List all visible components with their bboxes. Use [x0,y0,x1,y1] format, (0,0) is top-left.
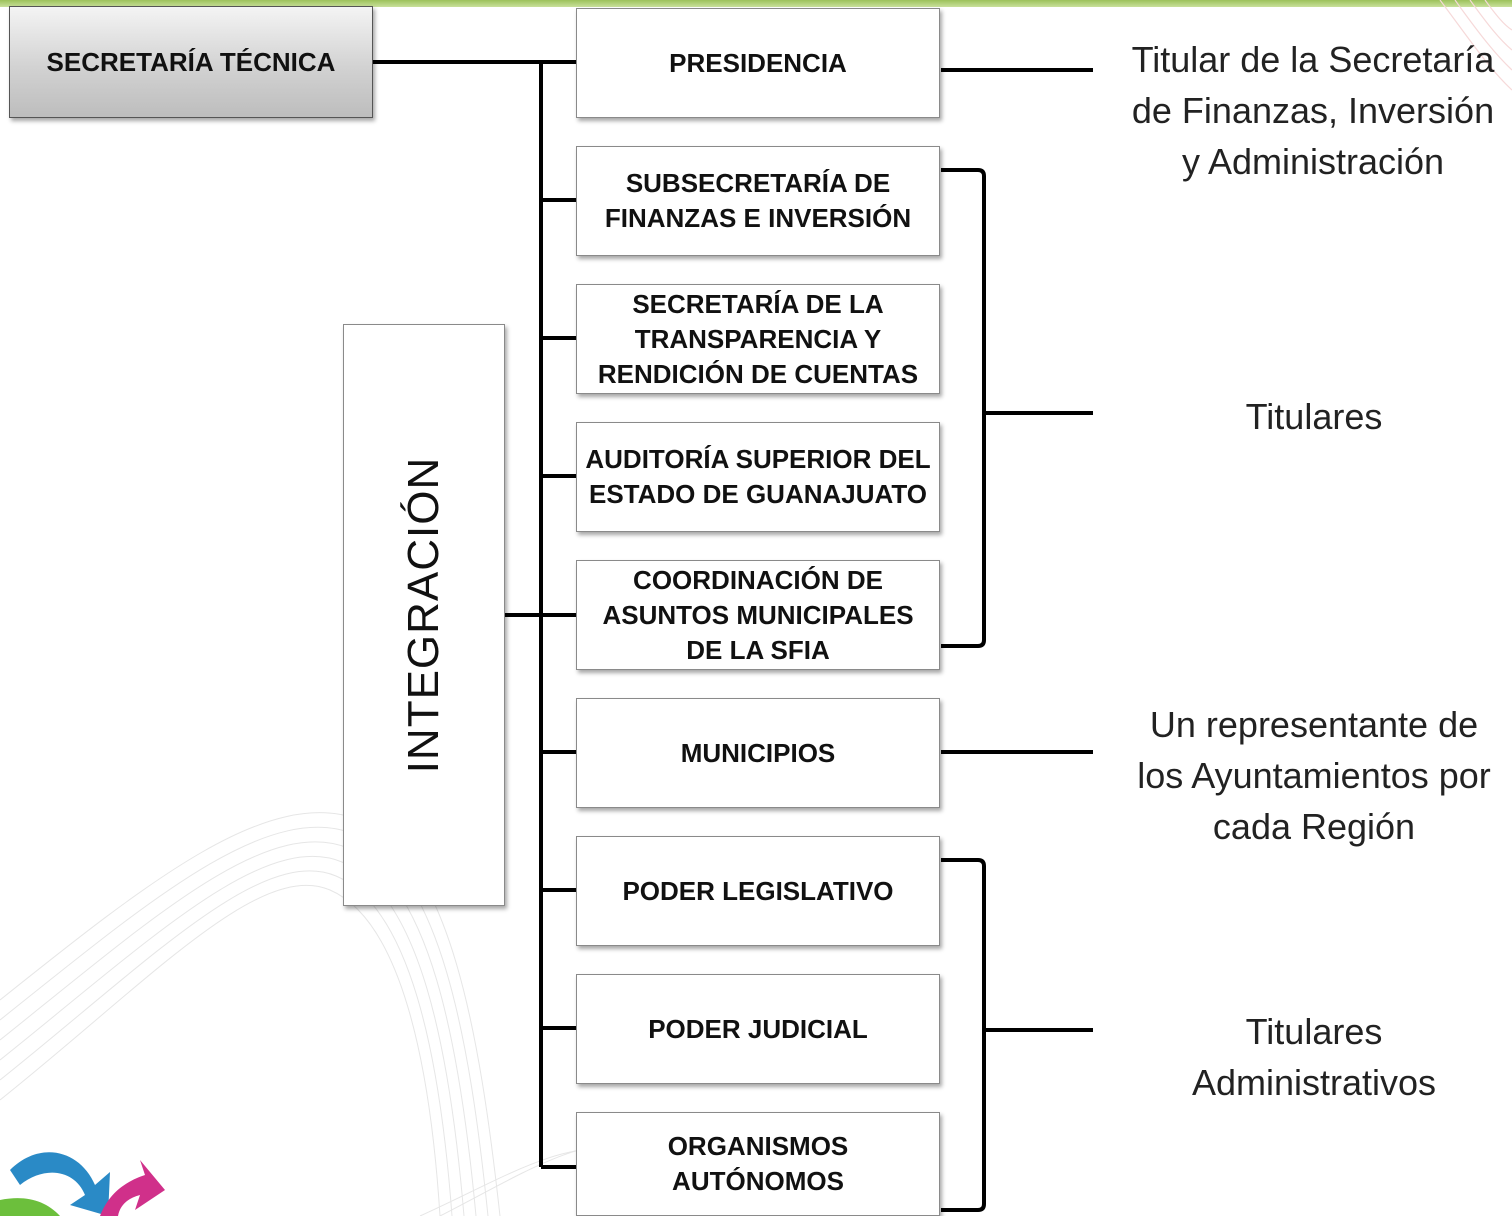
member-box-coordinacion: COORDINACIÓN DE ASUNTOS MUNICIPALES DE L… [576,560,940,670]
header-accent-bar [0,0,1512,7]
member-box-transparencia: SECRETARÍA DE LA TRANSPARENCIA Y RENDICI… [576,284,940,394]
integracion-box: INTEGRACIÓN [343,324,505,906]
arrows-logo-icon [0,1152,165,1216]
member-box-municipios: MUNICIPIOS [576,698,940,808]
representative-titulares-administrativos: Titulares Administrativos [1191,1011,1437,1103]
member-label: COORDINACIÓN DE ASUNTOS MUNICIPALES DE L… [602,564,914,665]
member-label: MUNICIPIOS [680,737,836,768]
member-label: SUBSECRETARÍA DE FINANZAS E INVERSIÓN [604,168,912,233]
member-box-poder-legislativo: PODER LEGISLATIVO [576,836,940,946]
member-box-auditoria: AUDITORÍA SUPERIOR DEL ESTADO DE GUANAJU… [576,422,940,532]
member-label: SECRETARÍA DE LA TRANSPARENCIA Y RENDICI… [597,288,919,389]
member-label: AUDITORÍA SUPERIOR DEL ESTADO DE GUANAJU… [585,444,931,509]
member-label: PODER JUDICIAL [648,1013,868,1044]
integracion-label: INTEGRACIÓN [399,456,448,774]
member-box-poder-judicial: PODER JUDICIAL [576,974,940,1084]
secretaria-tecnica-box: SECRETARÍA TÉCNICA [9,6,373,118]
secretaria-tecnica-label: SECRETARÍA TÉCNICA [46,46,336,77]
member-box-presidencia: PRESIDENCIA [576,8,940,118]
representative-presidencia: Titular de la Secretaría de Finanzas, In… [1131,39,1495,182]
representative-titulares: Titulares [1245,396,1383,437]
member-label: ORGANISMOS AUTÓNOMOS [667,1131,849,1196]
member-box-subsecretaria: SUBSECRETARÍA DE FINANZAS E INVERSIÓN [576,146,940,256]
member-label: PODER LEGISLATIVO [622,875,894,906]
member-label: PRESIDENCIA [669,47,847,78]
representative-municipios: Un representante de los Ayuntamientos po… [1137,704,1491,847]
member-box-organismos: ORGANISMOS AUTÓNOMOS [576,1112,940,1216]
